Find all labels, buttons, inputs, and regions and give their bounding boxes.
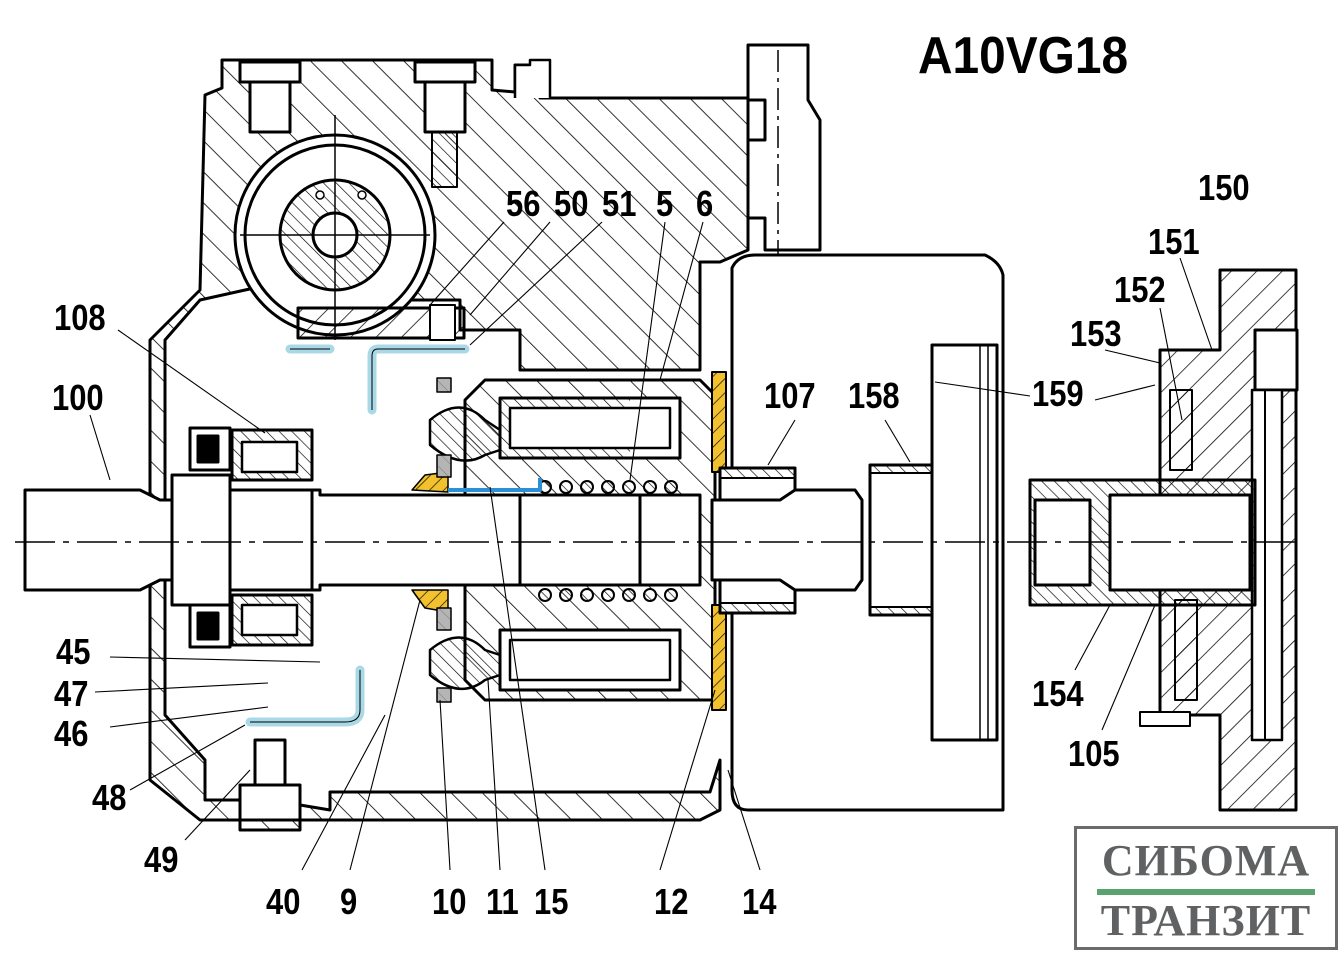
logo-divider-bar (1097, 889, 1315, 895)
callout-11: 11 (486, 881, 519, 922)
logo-line-2: ТРАНЗИТ (1100, 896, 1312, 945)
gray-ring-lower (436, 607, 452, 631)
model-title: A10VG18 (918, 27, 1129, 85)
callout-51: 51 (602, 183, 637, 224)
port-plate-upper (711, 371, 727, 473)
control-tube-lower (245, 665, 365, 727)
callout-108: 108 (54, 297, 106, 338)
mounting-flange-plate (930, 343, 999, 742)
callout-9: 9 (340, 881, 358, 922)
logo-line-1: СИБОМА (1101, 836, 1311, 885)
vertical-port (746, 43, 822, 252)
callout-6: 6 (696, 183, 714, 224)
bottom-plug (253, 738, 287, 787)
callout-50: 50 (554, 183, 589, 224)
callout-154: 154 (1032, 673, 1084, 714)
callout-159: 159 (1032, 373, 1084, 414)
callout-151: 151 (1148, 221, 1200, 262)
company-logo: СИБОМА ТРАНЗИТ (1074, 826, 1338, 950)
coupling-158 (868, 463, 934, 617)
callout-56: 56 (506, 183, 541, 224)
callout-49: 49 (144, 839, 179, 880)
top-bolt-right-head (413, 60, 477, 84)
callout-40: 40 (266, 881, 301, 922)
callout-14: 14 (742, 881, 777, 922)
callout-158: 158 (848, 375, 900, 416)
callout-150: 150 (1198, 167, 1250, 208)
spring-coils-lower (538, 588, 678, 602)
top-bolt-right-body (423, 80, 467, 134)
callout-46: 46 (54, 713, 89, 754)
callout-12: 12 (654, 881, 689, 922)
callout-15: 15 (534, 881, 569, 922)
callout-10: 10 (432, 881, 467, 922)
gray-ring-upper (436, 377, 452, 393)
callout-48: 48 (92, 777, 127, 818)
drive-shaft (23, 473, 702, 607)
piston-head-lower (428, 636, 502, 691)
callout-100: 100 (52, 377, 104, 418)
top-bolt-left-body (248, 80, 292, 134)
splined-shaft-end (710, 488, 864, 592)
top-bolt-left-head (238, 60, 302, 84)
callout-5: 5 (656, 183, 674, 224)
callout-105: 105 (1068, 733, 1120, 774)
oil-line-blue (448, 478, 542, 492)
callout-153: 153 (1070, 313, 1122, 354)
callout-47: 47 (54, 673, 89, 714)
callout-107: 107 (764, 375, 816, 416)
spring-coils-upper (538, 480, 678, 494)
callout-45: 45 (56, 631, 91, 672)
port-block (513, 58, 552, 98)
callout-152: 152 (1114, 269, 1166, 310)
leader-lines (89, 221, 1213, 871)
